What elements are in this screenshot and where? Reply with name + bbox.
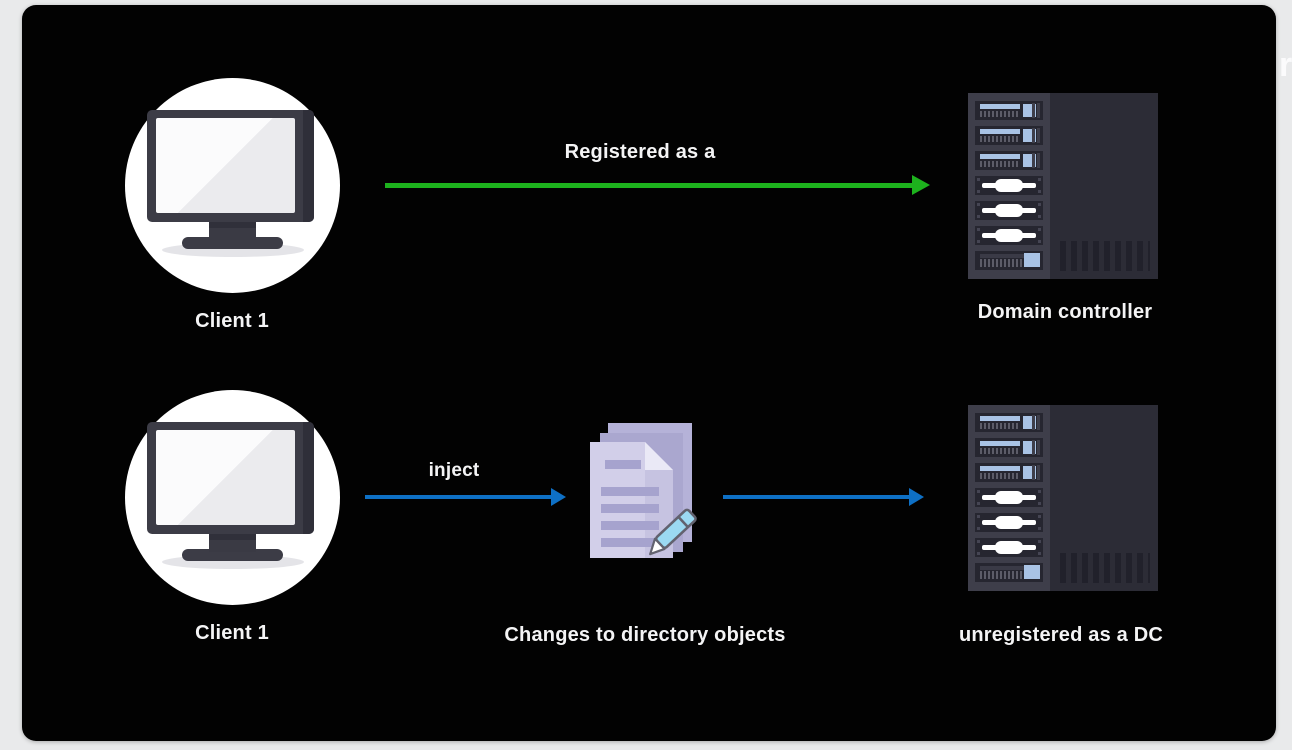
client1-top-label: Client 1 — [195, 310, 269, 332]
diagram-panel: Client 1 Registered as a Domain controll… — [22, 5, 1276, 741]
server-side-panel — [1050, 405, 1158, 591]
client1-bottom-badge — [125, 390, 340, 605]
server-drive — [975, 201, 1043, 220]
server-drive — [975, 513, 1043, 532]
server-front-panel — [968, 405, 1050, 591]
unregistered-label: unregistered as a DC — [958, 624, 1164, 646]
client1-top-badge — [125, 78, 340, 293]
monitor-base — [182, 237, 283, 249]
desktop-monitor-icon — [125, 78, 340, 293]
arrow-shaft — [723, 495, 909, 499]
server-bay — [975, 438, 1043, 457]
domain-controller-label: Domain controller — [977, 301, 1153, 323]
server-bay — [975, 463, 1043, 482]
apply-changes-arrow — [723, 488, 924, 506]
registered-arrow-label: Registered as a — [564, 141, 716, 163]
server-bay — [975, 101, 1043, 120]
arrow-head — [912, 175, 930, 195]
arrow-shaft — [365, 495, 551, 499]
desktop-monitor-icon — [125, 390, 340, 605]
pencil-icon — [649, 508, 697, 556]
monitor-side-edge — [303, 422, 314, 534]
inject-arrow — [365, 488, 566, 506]
arrow-shaft — [385, 182, 912, 188]
monitor-screen — [156, 118, 295, 213]
monitor-side-edge — [303, 110, 314, 222]
server-drive — [975, 226, 1043, 245]
monitor-base — [182, 549, 283, 561]
registered-arrow — [385, 175, 930, 195]
server-bay — [975, 151, 1043, 170]
server-vent-bay — [975, 563, 1043, 582]
server-side-panel — [1050, 93, 1158, 279]
client1-bottom-label: Client 1 — [195, 622, 269, 644]
monitor-frame — [147, 422, 314, 534]
monitor-frame — [147, 110, 314, 222]
server-drive — [975, 538, 1043, 557]
server-drive — [975, 176, 1043, 195]
server-rack-icon-top — [968, 93, 1158, 279]
server-bay — [975, 126, 1043, 145]
server-rack-icon-bottom — [968, 405, 1158, 591]
clipped-background-text: r — [1279, 46, 1292, 84]
server-vent-bay — [975, 251, 1043, 270]
monitor-screen — [156, 430, 295, 525]
changes-label: Changes to directory objects — [504, 624, 786, 646]
arrow-head — [909, 488, 924, 506]
inject-arrow-label: inject — [428, 460, 480, 481]
server-front-panel — [968, 93, 1050, 279]
arrow-head — [551, 488, 566, 506]
server-vents — [1060, 553, 1150, 583]
server-vents — [1060, 241, 1150, 271]
server-drive — [975, 488, 1043, 507]
server-bay — [975, 413, 1043, 432]
documents-pencil-icon — [590, 423, 697, 558]
